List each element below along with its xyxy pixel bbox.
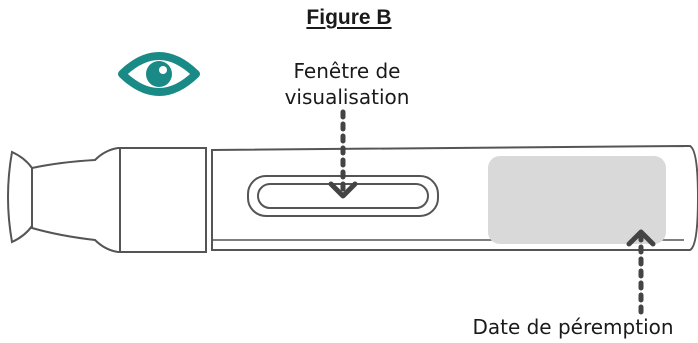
eye-icon xyxy=(118,52,200,96)
viewing-window-label-line2: visualisation xyxy=(284,85,410,109)
pen-cap xyxy=(7,147,213,253)
expiry-date-area xyxy=(488,156,666,244)
viewing-window-label-line1: Fenêtre de xyxy=(293,59,401,83)
figure-title: Figure B xyxy=(306,6,392,29)
viewing-window-label: Fenêtre de visualisation xyxy=(262,58,432,110)
arrow-up-icon xyxy=(626,229,656,315)
expiry-date-label: Date de péremption xyxy=(472,315,674,339)
arrow-down-icon xyxy=(328,109,358,199)
